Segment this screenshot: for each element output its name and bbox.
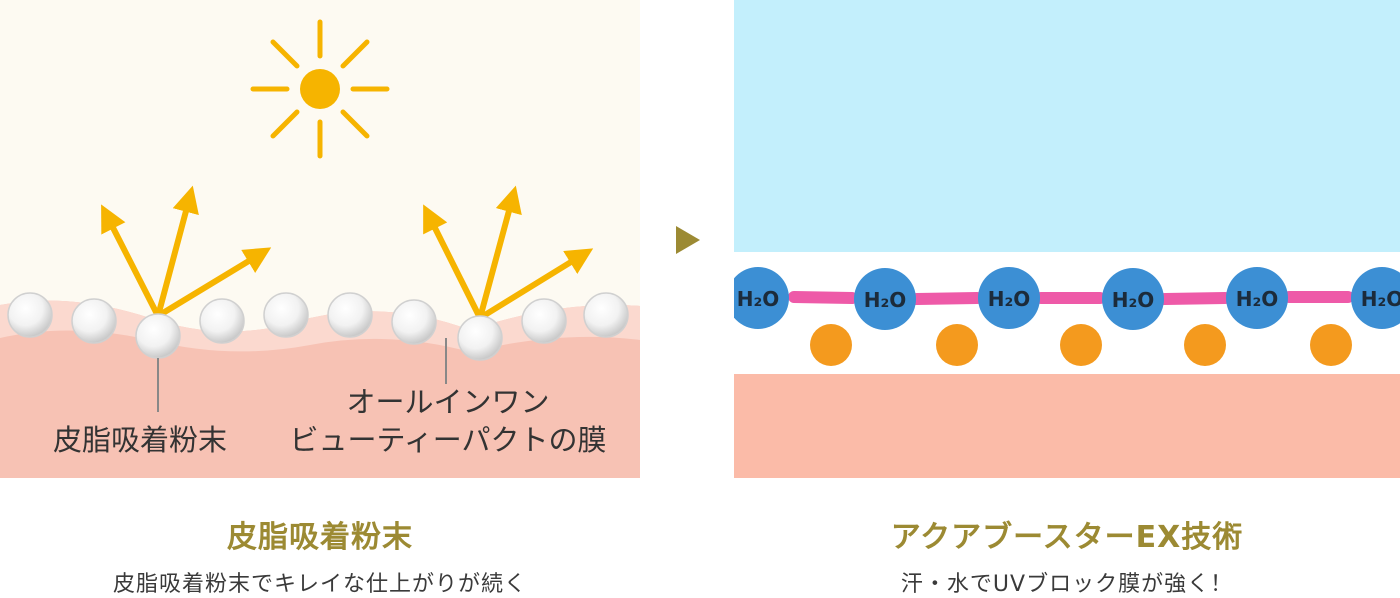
uv-block-particles bbox=[810, 324, 1352, 366]
svg-text:H₂O: H₂O bbox=[1112, 288, 1155, 312]
powder-particle bbox=[521, 298, 567, 344]
skin-layer-right bbox=[734, 374, 1400, 478]
water-molecule: H₂O bbox=[854, 268, 916, 330]
sun-icon bbox=[250, 19, 390, 159]
water-molecule: H₂O bbox=[734, 267, 789, 329]
uv-block-particle bbox=[1184, 324, 1226, 366]
water-molecule: H₂O bbox=[978, 267, 1040, 329]
powder-particle bbox=[71, 298, 117, 344]
powder-particles bbox=[7, 292, 629, 361]
right-illustration-svg: H₂O H₂O H₂O H₂O H₂O H₂O bbox=[734, 0, 1400, 478]
right-caption-title: アクアブースターEX技術 bbox=[890, 520, 1244, 555]
uv-block-particle bbox=[810, 324, 852, 366]
triangle-right-icon bbox=[676, 226, 700, 254]
powder-particle bbox=[391, 299, 437, 345]
powder-particle bbox=[327, 292, 373, 338]
powder-particle bbox=[583, 292, 629, 338]
powder-particle bbox=[135, 313, 181, 359]
left-caption-subtitle: 皮脂吸着粉末でキレイな仕上がりが続く bbox=[112, 572, 527, 597]
molecule-bonds bbox=[788, 291, 1354, 305]
left-illustration-svg: 皮脂吸着粉末 オールインワン ビューティーパクトの膜 bbox=[0, 19, 640, 478]
powder-particle bbox=[457, 315, 503, 361]
reflection-arrows-left bbox=[101, 185, 272, 319]
svg-text:H₂O: H₂O bbox=[864, 288, 907, 312]
left-caption-title: 皮脂吸着粉末 bbox=[227, 520, 413, 555]
sky-background bbox=[734, 0, 1400, 252]
right-illustration: H₂O H₂O H₂O H₂O H₂O H₂O bbox=[734, 0, 1400, 478]
uv-block-particle bbox=[936, 324, 978, 366]
water-molecules: H₂O H₂O H₂O H₂O H₂O H₂O bbox=[734, 267, 1400, 330]
water-molecule: H₂O bbox=[1102, 268, 1164, 330]
water-molecule: H₂O bbox=[1226, 267, 1288, 329]
label-film-line1: オールインワン bbox=[346, 385, 549, 419]
powder-particle bbox=[263, 292, 309, 338]
svg-text:H₂O: H₂O bbox=[737, 287, 780, 311]
water-molecule: H₂O bbox=[1351, 267, 1400, 329]
svg-text:H₂O: H₂O bbox=[988, 287, 1031, 311]
uv-block-particle bbox=[1310, 324, 1352, 366]
label-powder: 皮脂吸着粉末 bbox=[53, 423, 227, 457]
powder-particle bbox=[7, 292, 53, 338]
uv-block-particle bbox=[1060, 324, 1102, 366]
label-film-line2: ビューティーパクトの膜 bbox=[290, 423, 607, 457]
svg-text:H₂O: H₂O bbox=[1236, 287, 1279, 311]
powder-particle bbox=[199, 298, 245, 344]
left-illustration: 皮脂吸着粉末 オールインワン ビューティーパクトの膜 bbox=[0, 0, 640, 478]
right-caption-subtitle: 汗・水でUVブロック膜が強く！ bbox=[900, 572, 1234, 597]
reflection-arrows-right bbox=[423, 185, 594, 321]
svg-text:H₂O: H₂O bbox=[1361, 287, 1400, 311]
